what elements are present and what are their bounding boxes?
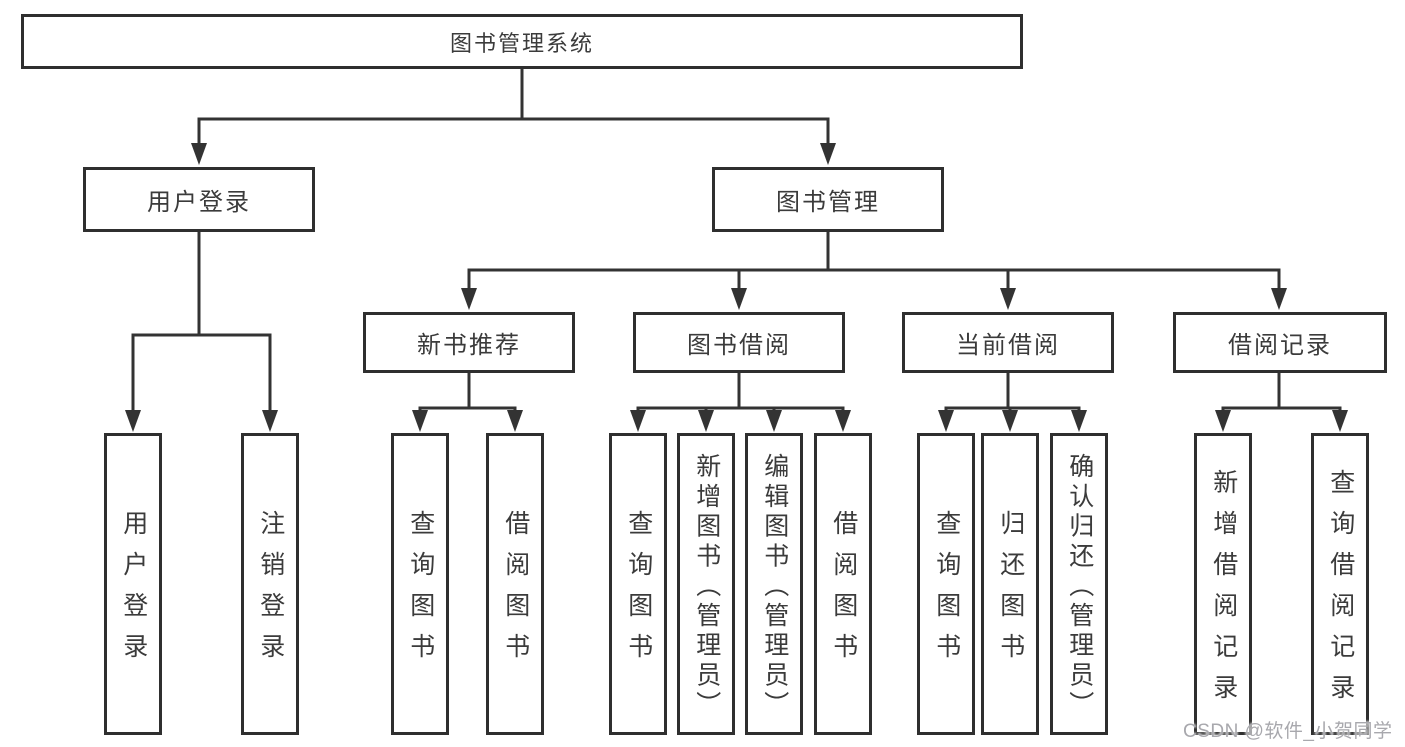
leaf-user-login: 用户登录 bbox=[104, 433, 162, 735]
leaf-add-book-admin: 新增图书（管理员） bbox=[677, 433, 735, 735]
leaf-label: 用户登录 bbox=[119, 510, 148, 674]
node-new-book-recommend: 新书推荐 bbox=[363, 312, 575, 373]
leaf-add-borrow-record: 新增借阅记录 bbox=[1194, 433, 1252, 735]
leaf-label: 注销登录 bbox=[256, 510, 285, 674]
node-label: 图书借阅 bbox=[687, 332, 791, 359]
node-label: 用户登录 bbox=[147, 189, 251, 216]
leaf-return-book: 归还图书 bbox=[981, 433, 1039, 735]
node-label: 当前借阅 bbox=[956, 332, 1060, 359]
leaf-label: 确认归还（管理员） bbox=[1065, 452, 1094, 721]
node-current-borrow: 当前借阅 bbox=[902, 312, 1114, 373]
node-label: 新书推荐 bbox=[417, 332, 521, 359]
leaf-logout: 注销登录 bbox=[241, 433, 299, 735]
leaf-label: 编辑图书（管理员） bbox=[760, 452, 789, 721]
leaf-edit-book-admin: 编辑图书（管理员） bbox=[745, 433, 803, 735]
leaf-label: 借阅图书 bbox=[829, 510, 858, 674]
leaf-label: 查询图书 bbox=[624, 510, 653, 674]
node-book-management: 图书管理 bbox=[712, 167, 944, 232]
leaf-query-borrow-record: 查询借阅记录 bbox=[1311, 433, 1369, 735]
leaf-confirm-return-admin: 确认归还（管理员） bbox=[1050, 433, 1108, 735]
leaf-query-books-current: 查询图书 bbox=[917, 433, 975, 735]
node-label: 借阅记录 bbox=[1228, 332, 1332, 359]
leaf-label: 借阅图书 bbox=[501, 510, 530, 674]
leaf-label: 新增图书（管理员） bbox=[692, 452, 721, 721]
node-user-login: 用户登录 bbox=[83, 167, 315, 232]
node-label: 图书管理系统 bbox=[449, 30, 594, 56]
leaf-borrow-books: 借阅图书 bbox=[814, 433, 872, 735]
leaf-query-books-recommend: 查询图书 bbox=[391, 433, 449, 735]
leaf-label: 查询借阅记录 bbox=[1326, 469, 1355, 715]
node-borrow-records: 借阅记录 bbox=[1173, 312, 1387, 373]
leaf-label: 归还图书 bbox=[996, 510, 1025, 674]
leaf-label: 查询图书 bbox=[406, 510, 435, 674]
csdn-watermark: CSDN @软件_小贺同学 bbox=[1183, 721, 1393, 742]
leaf-label: 新增借阅记录 bbox=[1209, 469, 1238, 715]
node-book-borrow: 图书借阅 bbox=[633, 312, 845, 373]
leaf-query-books-borrow: 查询图书 bbox=[609, 433, 667, 735]
leaf-borrow-books-recommend: 借阅图书 bbox=[486, 433, 544, 735]
leaf-label: 查询图书 bbox=[932, 510, 961, 674]
node-library-management-system: 图书管理系统 bbox=[21, 14, 1023, 69]
node-label: 图书管理 bbox=[776, 189, 880, 216]
